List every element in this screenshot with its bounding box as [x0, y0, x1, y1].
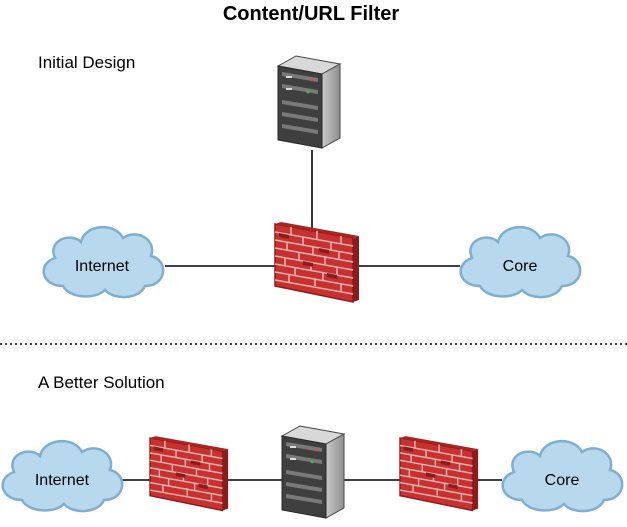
diagram-title: Content/URL Filter [223, 3, 400, 25]
section-label-better: A Better Solution [38, 373, 165, 392]
firewall-icon [149, 435, 229, 512]
firewall-icon [399, 435, 479, 512]
server-icon [281, 425, 345, 519]
core-label: Core [503, 258, 538, 275]
internet-label: Internet [35, 472, 90, 489]
core-label: Core [545, 472, 580, 489]
initial-design-connections [165, 150, 460, 267]
server-icon [277, 55, 341, 149]
firewall-icon [274, 221, 360, 303]
section-label-initial: Initial Design [38, 53, 135, 72]
internet-label: Internet [75, 258, 130, 275]
